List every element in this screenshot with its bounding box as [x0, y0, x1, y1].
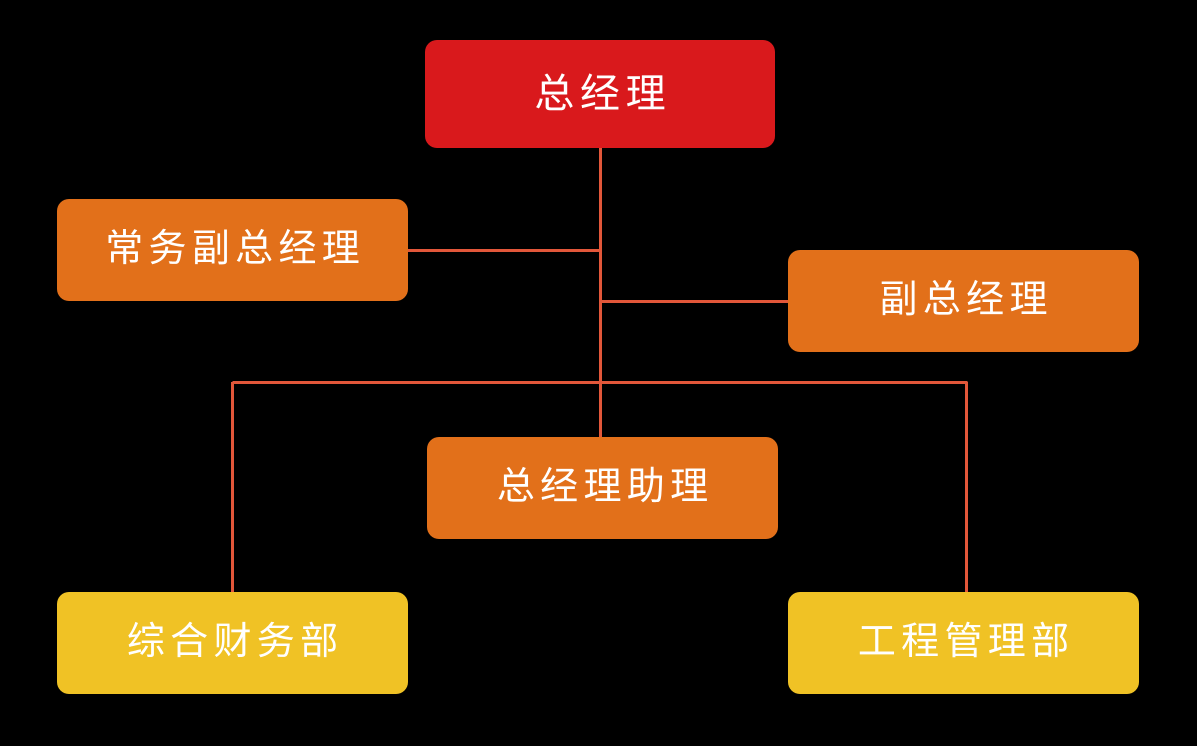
org-node-label: 总经理助理 — [496, 466, 714, 509]
org-node-general-manager-assistant[interactable]: 总经理助理 — [427, 437, 778, 539]
org-node-executive-deputy-general-manager[interactable]: 常务副总经理 — [57, 199, 408, 301]
org-node-finance-department[interactable]: 综合财务部 — [57, 592, 408, 694]
org-node-label: 总经理 — [534, 72, 672, 116]
org-node-label: 综合财务部 — [126, 621, 344, 664]
org-node-engineering-management-department[interactable]: 工程管理部 — [788, 592, 1139, 694]
org-node-label: 副总经理 — [879, 279, 1053, 322]
org-node-label: 工程管理部 — [857, 621, 1075, 664]
org-node-general-manager[interactable]: 总经理 — [425, 40, 775, 148]
org-node-deputy-general-manager[interactable]: 副总经理 — [788, 250, 1139, 352]
org-node-label: 常务副总经理 — [105, 228, 366, 271]
